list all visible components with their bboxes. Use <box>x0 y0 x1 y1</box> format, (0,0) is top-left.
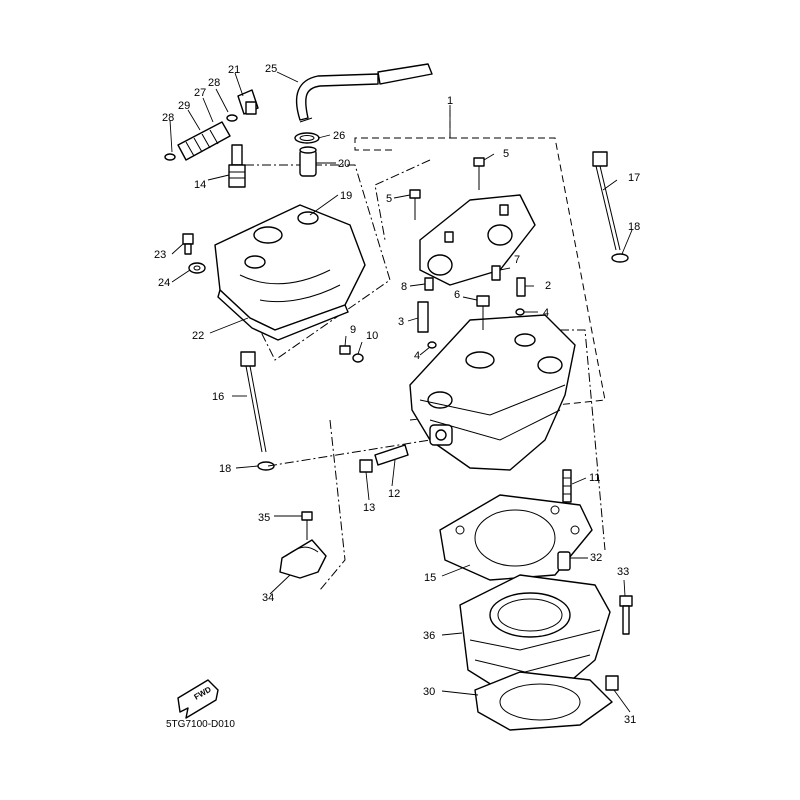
callout-36: 36 <box>423 630 435 642</box>
assembly-boundary <box>354 105 606 421</box>
callout-31: 31 <box>624 714 636 726</box>
callout-16: 16 <box>212 391 224 403</box>
stud-16 <box>240 351 267 453</box>
dowel-8 <box>424 277 434 291</box>
washer-18-left <box>257 461 275 471</box>
base-gasket <box>474 671 613 731</box>
fwd-arrow-icon: FWD <box>177 679 219 719</box>
callout-29: 29 <box>178 100 190 112</box>
callout-21: 21 <box>228 64 240 76</box>
stud-17 <box>592 151 621 251</box>
callout-10: 10 <box>366 330 378 342</box>
cap-bolt-a <box>473 157 485 190</box>
callout-18b: 18 <box>219 463 231 475</box>
callout-25: 25 <box>265 63 277 75</box>
callout-34: 34 <box>262 592 274 604</box>
callout-6: 6 <box>454 289 460 301</box>
bolt-35 <box>301 511 313 540</box>
bolt-33 <box>619 595 633 635</box>
washer-18-right <box>611 253 629 263</box>
callout-27: 27 <box>194 87 206 99</box>
cylinder <box>459 574 611 691</box>
breather-fitting <box>299 146 317 177</box>
nut-13 <box>359 459 373 473</box>
callout-7: 7 <box>514 254 520 266</box>
part-code: 5TG7100-D010 <box>166 719 235 730</box>
callout-4a: 4 <box>543 307 549 319</box>
cylinder-head <box>409 314 576 471</box>
dowel-3 <box>417 301 429 333</box>
leader-lines <box>169 71 633 713</box>
callout-32: 32 <box>590 552 602 564</box>
valve-cover <box>214 204 366 341</box>
head-bolt-6 <box>476 295 490 330</box>
callout-4b: 4 <box>414 350 420 362</box>
hose-clip <box>294 132 320 144</box>
callout-30: 30 <box>423 686 435 698</box>
callout-33: 33 <box>617 566 629 578</box>
callout-35: 35 <box>258 512 270 524</box>
bolt-9 <box>339 345 351 355</box>
plug-boot <box>164 114 238 161</box>
callout-9: 9 <box>350 324 356 336</box>
callout-5a: 5 <box>503 148 509 160</box>
callout-19: 19 <box>340 190 352 202</box>
callout-26: 26 <box>333 130 345 142</box>
head-gasket <box>439 494 593 581</box>
washer-10 <box>352 353 364 363</box>
callout-5b: 5 <box>386 193 392 205</box>
center-lines <box>267 329 606 591</box>
callout-24: 24 <box>158 277 170 289</box>
valve-cover-outline <box>244 159 431 361</box>
callout-22: 22 <box>192 330 204 342</box>
callout-20: 20 <box>338 158 350 170</box>
stud-11 <box>562 469 572 503</box>
callout-17: 17 <box>628 172 640 184</box>
callout-14: 14 <box>194 179 206 191</box>
callout-28a: 28 <box>208 77 220 89</box>
dowel-7 <box>491 265 501 281</box>
camshaft-cap <box>419 194 536 286</box>
callout-15: 15 <box>424 572 436 584</box>
cover-bolt <box>182 233 194 255</box>
callout-23: 23 <box>154 249 166 261</box>
callout-12: 12 <box>388 488 400 500</box>
callout-1: 1 <box>447 95 453 107</box>
callout-18a: 18 <box>628 221 640 233</box>
cover-washer <box>188 262 206 274</box>
spark-plug <box>228 144 246 188</box>
bolt-31 <box>605 675 619 691</box>
bracket-34 <box>279 539 327 579</box>
bolt-12 <box>374 444 409 466</box>
callout-11: 11 <box>589 472 600 484</box>
callout-28b: 28 <box>162 112 174 124</box>
callout-13: 13 <box>363 502 375 514</box>
callout-3: 3 <box>398 316 404 328</box>
breather-hose <box>295 63 433 123</box>
o-ring-a <box>515 308 525 316</box>
elbow-fitting <box>237 89 259 115</box>
callout-labels: 1 2 3 4 4 5 5 6 7 8 9 10 11 12 13 14 15 … <box>154 63 640 726</box>
cap-bolt-b <box>409 189 421 220</box>
callout-8: 8 <box>401 281 407 293</box>
dowel-2 <box>516 277 526 297</box>
dowel-32 <box>557 551 571 571</box>
callout-2: 2 <box>545 280 551 292</box>
o-ring-b <box>427 341 437 349</box>
